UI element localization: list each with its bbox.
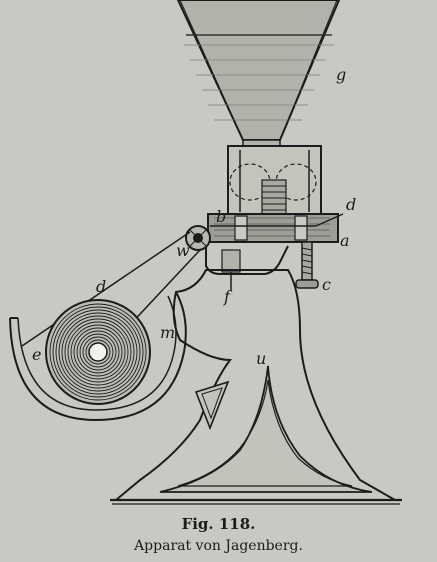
roll-ring <box>82 336 114 368</box>
roll-ring <box>64 318 132 386</box>
cylinder-housing <box>227 145 322 221</box>
label-f: f <box>223 287 233 306</box>
funnel <box>176 0 341 153</box>
label-d-top: d <box>346 195 356 214</box>
stand <box>110 269 402 505</box>
paper-roll <box>45 299 151 405</box>
lever <box>205 244 289 290</box>
roll-ring <box>76 330 120 374</box>
roll-ring <box>85 339 111 365</box>
roll-ring <box>49 303 147 401</box>
label-g: g <box>336 65 346 84</box>
label-m: m <box>160 323 175 342</box>
figure-caption: Apparat von Jagenberg. <box>134 538 303 554</box>
label-u: u <box>256 349 266 368</box>
label-b: b <box>216 207 226 226</box>
roll-ring <box>52 306 144 398</box>
label-c: c <box>322 275 331 294</box>
roll-ring <box>55 309 141 395</box>
roll-ring <box>61 315 135 389</box>
roller-w <box>185 225 211 251</box>
roll-ring <box>70 324 126 380</box>
roll-ring <box>73 327 123 377</box>
figure-labels: g d b a w c f d e m u <box>32 65 356 368</box>
roll-ring <box>58 312 138 392</box>
slide-plate <box>207 213 339 243</box>
label-a: a <box>340 231 350 250</box>
label-d-left: d <box>96 277 106 296</box>
roll-ring <box>67 321 129 383</box>
roll-ring <box>79 333 117 371</box>
label-w: w <box>176 241 190 260</box>
adjusting-screw <box>295 241 319 289</box>
figure-number: Fig. 118. <box>181 515 256 533</box>
label-e: e <box>32 345 41 364</box>
